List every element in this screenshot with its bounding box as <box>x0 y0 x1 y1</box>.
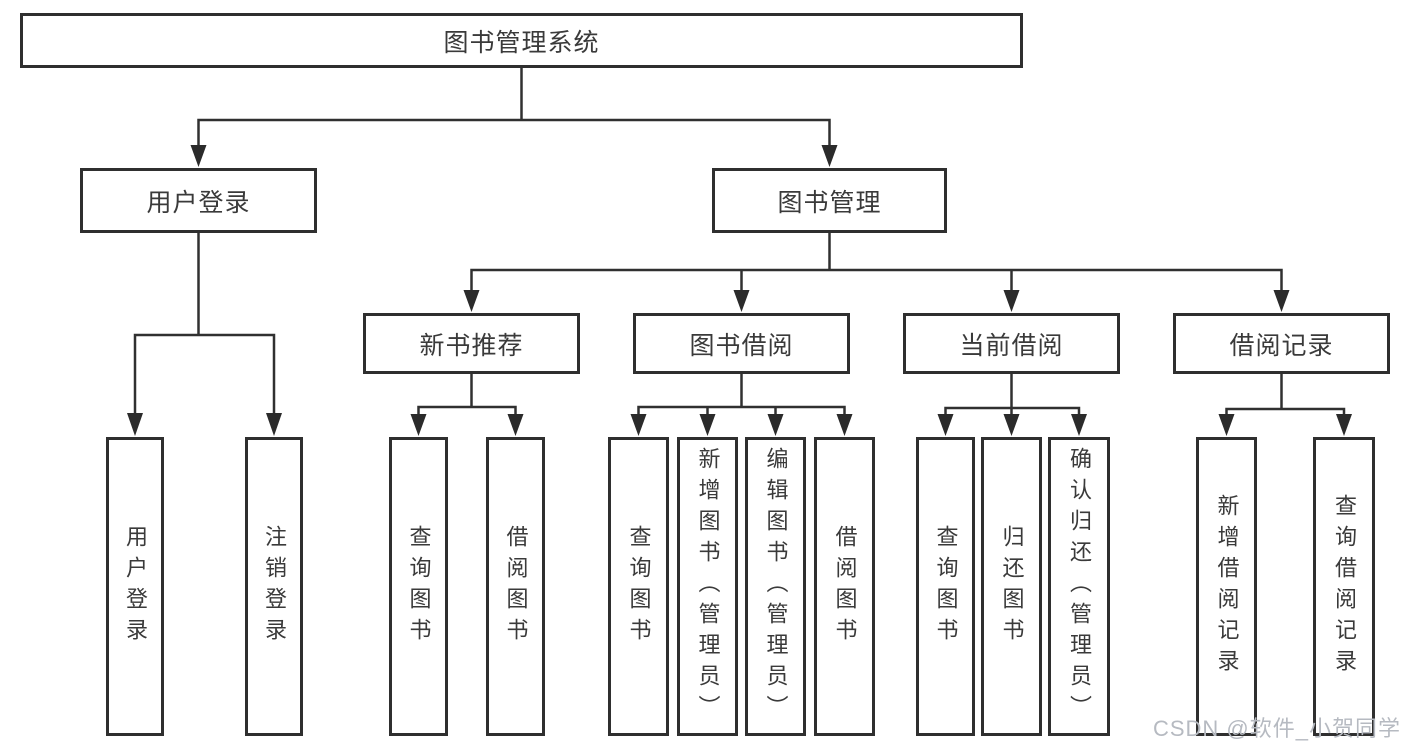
node-label: 查询图书 <box>626 524 652 649</box>
node-book-borrowing: 图书借阅 <box>633 313 850 374</box>
node-label: 归还图书 <box>999 524 1025 649</box>
arrow-down-icon <box>1336 414 1352 436</box>
node-leaf-add-borrow-record: 新增借阅记录 <box>1196 437 1257 736</box>
arrow-down-icon <box>1003 290 1020 312</box>
node-leaf-add-book-admin: 新增图书（管理员） <box>677 437 738 736</box>
node-leaf-confirm-return-admin: 确认归还（管理员） <box>1048 437 1110 736</box>
arrow-down-icon <box>1218 414 1235 436</box>
node-leaf-user-login: 用户登录 <box>106 437 164 736</box>
arrow-down-icon <box>1003 414 1020 436</box>
node-leaf-edit-book-admin: 编辑图书（管理员） <box>745 437 806 736</box>
arrow-down-icon <box>507 414 524 436</box>
node-label: 借阅图书 <box>832 524 858 649</box>
node-label: 新增图书（管理员） <box>695 447 721 726</box>
node-root-system: 图书管理系统 <box>20 13 1023 68</box>
arrow-down-icon <box>836 414 853 436</box>
arrow-down-icon <box>699 414 716 436</box>
node-label: 用户登录 <box>123 524 148 649</box>
node-user-login: 用户登录 <box>80 168 317 233</box>
node-label: 编辑图书（管理员） <box>763 447 789 726</box>
node-label: 借阅图书 <box>503 524 529 649</box>
node-label: 图书管理 <box>777 188 882 217</box>
node-leaf-current-query-books: 查询图书 <box>916 437 975 736</box>
node-label: 查询借阅记录 <box>1332 493 1357 680</box>
node-label: 图书借阅 <box>689 331 794 360</box>
node-label: 新增借阅记录 <box>1214 493 1240 680</box>
arrow-down-icon <box>127 413 143 436</box>
arrow-down-icon <box>190 145 207 167</box>
node-label: 借阅记录 <box>1229 331 1334 360</box>
arrow-down-icon <box>410 414 427 436</box>
node-current-borrowing: 当前借阅 <box>903 313 1120 374</box>
node-label: 用户登录 <box>146 188 251 217</box>
node-leaf-return-book: 归还图书 <box>981 437 1042 736</box>
node-leaf-borrow-query-books: 查询图书 <box>608 437 669 736</box>
node-label: 确认归还（管理员） <box>1067 447 1092 726</box>
csdn-watermark: CSDN @软件_小贺同学 <box>1152 716 1401 741</box>
node-borrowing-records: 借阅记录 <box>1173 313 1390 374</box>
node-leaf-borrow-books: 借阅图书 <box>814 437 875 736</box>
arrow-down-icon <box>463 290 480 312</box>
node-book-management: 图书管理 <box>712 168 947 233</box>
node-leaf-logout: 注销登录 <box>245 437 303 736</box>
node-leaf-query-borrow-record: 查询借阅记录 <box>1313 437 1375 736</box>
arrow-down-icon <box>733 290 750 312</box>
node-leaf-recommend-query-books: 查询图书 <box>389 437 448 736</box>
arrow-down-icon <box>1273 290 1290 312</box>
arrow-down-icon <box>821 145 838 167</box>
arrow-down-icon <box>937 414 954 436</box>
node-label: 注销登录 <box>262 524 287 649</box>
node-leaf-recommend-borrow-books: 借阅图书 <box>486 437 545 736</box>
arrow-down-icon <box>266 413 282 436</box>
node-label: 新书推荐 <box>419 331 524 360</box>
node-label: 图书管理系统 <box>443 28 600 57</box>
arrow-down-icon <box>1071 414 1087 436</box>
node-label: 查询图书 <box>933 524 959 649</box>
arrow-down-icon <box>630 414 647 436</box>
node-label: 当前借阅 <box>959 331 1064 360</box>
node-new-book-recommend: 新书推荐 <box>363 313 580 374</box>
arrow-down-icon <box>767 414 784 436</box>
node-label: 查询图书 <box>406 524 432 649</box>
